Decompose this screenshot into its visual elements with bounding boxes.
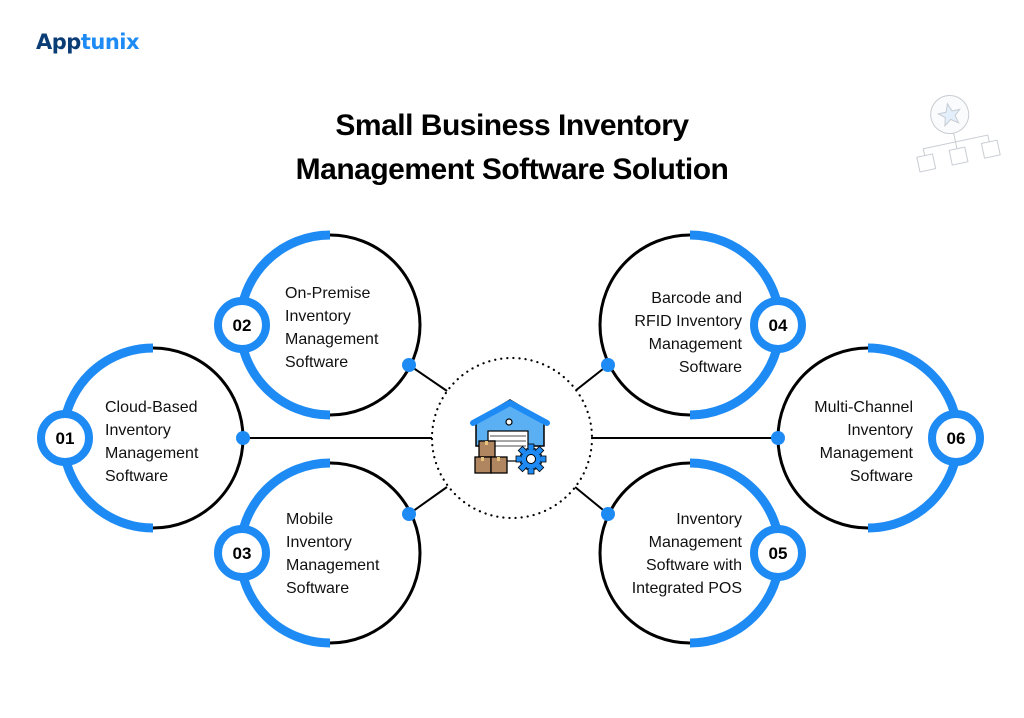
- connector-dot: [236, 431, 250, 445]
- node-01: 01: [37, 343, 250, 533]
- node-05: 05: [598, 458, 806, 648]
- node-label-line: Barcode and: [651, 290, 742, 307]
- node-label-line: On-Premise: [285, 285, 371, 302]
- star-hierarchy-icon: [916, 95, 1001, 173]
- node-label-line: Software: [849, 468, 913, 485]
- apptunix-logo: Apptunix: [36, 30, 140, 54]
- badge-number: 03: [233, 544, 252, 563]
- connector-05: [574, 486, 609, 515]
- node-label-line: Software: [286, 580, 350, 597]
- node-label-line: Software: [678, 359, 742, 376]
- node-label-line: Inventory: [285, 308, 351, 325]
- number-badge: [37, 410, 93, 466]
- connector-dot: [771, 431, 785, 445]
- connector-03: [408, 486, 448, 515]
- connector-04: [574, 364, 609, 392]
- connectors: [243, 364, 778, 515]
- title-line-1: Small Business Inventory: [335, 109, 689, 142]
- warehouse-gear-icon: [470, 399, 550, 475]
- node-label-line: Management: [648, 336, 742, 353]
- number-badge: [928, 410, 984, 466]
- badge-number: 06: [947, 429, 966, 448]
- number-badge: [214, 525, 270, 581]
- connector-dot: [601, 358, 615, 372]
- number-badge: [214, 297, 270, 353]
- node-label-line: Inventory: [105, 422, 171, 439]
- number-badge: [750, 297, 806, 353]
- node-label-line: Management: [105, 445, 199, 462]
- node-label-line: Integrated POS: [631, 580, 742, 597]
- node-label-line: RFID Inventory: [634, 313, 742, 330]
- badge-number: 04: [769, 316, 788, 335]
- badge-number: 01: [56, 429, 75, 448]
- connector-dot: [402, 507, 416, 521]
- connector-dot: [402, 358, 416, 372]
- node-label-line: Inventory: [847, 422, 913, 439]
- page-title: Small Business Inventory Management Soft…: [0, 104, 1024, 192]
- node-06: 06: [771, 343, 984, 533]
- badge-number: 05: [769, 544, 788, 563]
- node-label-line: Software: [285, 354, 349, 371]
- logo-suffix: tunix: [80, 30, 140, 54]
- node-label-line: Management: [819, 445, 913, 462]
- badge-number: 02: [233, 316, 252, 335]
- connector-02: [408, 364, 448, 392]
- node-label-line: Cloud-Based: [105, 399, 198, 416]
- node-label-line: Inventory: [676, 511, 742, 528]
- number-badge: [750, 525, 806, 581]
- node-label-line: Management: [286, 557, 380, 574]
- node-label-line: Management: [285, 331, 379, 348]
- node-label-line: Management: [648, 534, 742, 551]
- node-02: 02: [214, 230, 422, 420]
- title-line-2: Management Software Solution: [295, 153, 729, 186]
- logo-prefix: App: [36, 30, 81, 54]
- node-03: 03: [214, 458, 422, 648]
- node-label-line: Multi-Channel: [814, 399, 913, 416]
- connector-dot: [601, 507, 615, 521]
- node-label-line: Inventory: [286, 534, 352, 551]
- node-label-line: Mobile: [286, 511, 334, 528]
- node-label-line: Software: [105, 468, 169, 485]
- node-04: 04: [598, 230, 806, 420]
- node-label-line: Software with: [645, 557, 742, 574]
